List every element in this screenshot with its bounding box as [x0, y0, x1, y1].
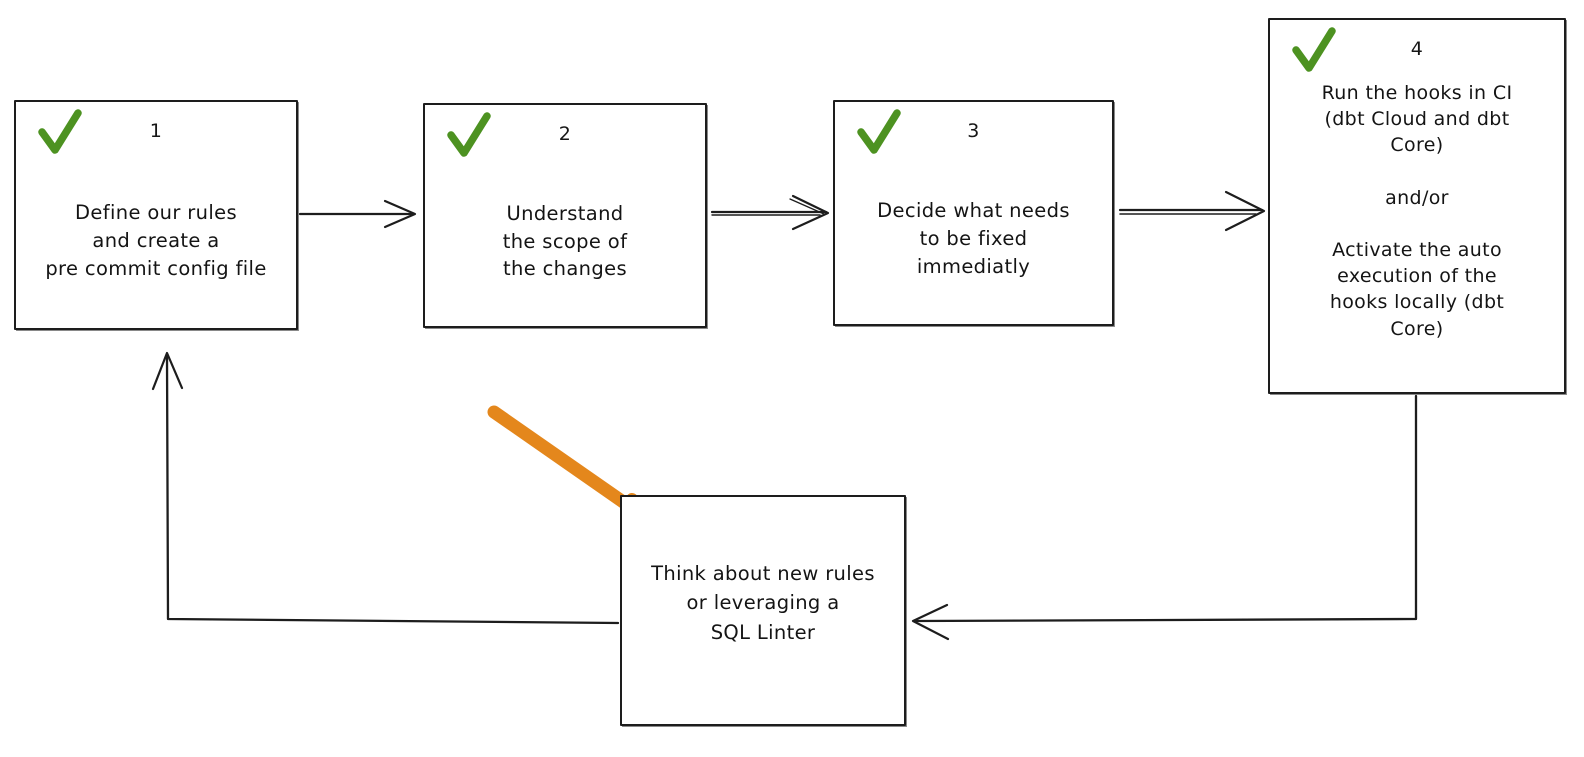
node-4-text-line: (dbt Cloud and dbt	[1324, 108, 1510, 131]
node-5-header	[622, 497, 904, 559]
flow-node-4[interactable]: 4 Run the hooks in CI (dbt Cloud and dbt…	[1268, 18, 1566, 394]
arrow-node3-to-node4	[1118, 190, 1266, 232]
node-3-body: Decide what needs to be fixed immediatly	[835, 160, 1112, 324]
flow-node-2[interactable]: 2 Understand the scope of the changes	[423, 103, 707, 328]
node-3-text-line: to be fixed	[919, 227, 1028, 251]
node-4-text-line: and/or	[1385, 186, 1449, 209]
node-5-text-line: or leveraging a	[686, 591, 840, 615]
check-icon	[857, 109, 901, 154]
node-1-body: Define our rules and create a pre commit…	[16, 160, 296, 328]
node-3-number: 3	[967, 120, 980, 142]
node-2-text-line: the changes	[503, 257, 627, 281]
node-5-text-line: Think about new rules	[651, 562, 875, 585]
flow-node-5[interactable]: Think about new rules or leveraging a SQ…	[620, 495, 906, 726]
arrow-node2-to-node3	[710, 194, 830, 231]
node-4-text-line: Activate the auto	[1332, 238, 1502, 261]
check-icon	[38, 109, 82, 154]
arrow-node4-to-node5	[911, 394, 1418, 641]
node-5-body: Think about new rules or leveraging a SQ…	[622, 559, 904, 724]
node-2-body: Understand the scope of the changes	[425, 163, 705, 326]
node-4-text-line: hooks locally (dbt	[1329, 291, 1505, 314]
node-4-number: 4	[1410, 38, 1424, 60]
node-1-number: 1	[149, 120, 163, 142]
flow-node-3[interactable]: 3 Decide what needs to be fixed immediat…	[833, 100, 1114, 326]
node-1-text-line: pre commit config file	[45, 256, 267, 280]
check-icon	[447, 112, 491, 157]
node-4-body: Run the hooks in CI (dbt Cloud and dbt C…	[1270, 78, 1564, 392]
check-icon	[1292, 27, 1336, 72]
node-2-text-line: the scope of	[502, 229, 628, 253]
node-4-text-line: execution of the	[1337, 265, 1497, 288]
flow-node-1[interactable]: 1 Define our rules and create a pre comm…	[14, 100, 298, 330]
node-3-text-line: Decide what needs	[877, 199, 1070, 223]
node-4-text-line: Core)	[1390, 317, 1444, 340]
node-1-text-line: and create a	[92, 229, 220, 253]
node-1-header: 1	[16, 102, 296, 160]
node-2-header: 2	[425, 105, 705, 163]
arrow-node1-to-node2	[298, 199, 417, 229]
node-4-header: 4	[1270, 20, 1564, 78]
node-4-text-line: Run the hooks in CI	[1321, 82, 1513, 104]
node-2-text-line: Understand	[506, 201, 624, 225]
node-5-text-line: SQL Linter	[710, 620, 816, 644]
node-2-number: 2	[558, 123, 572, 145]
node-3-text-line: immediatly	[916, 254, 1031, 278]
node-1-text-line: Define our rules	[75, 201, 237, 225]
arrow-node5-to-node1	[151, 351, 620, 625]
node-4-text-line: Core)	[1390, 134, 1444, 157]
node-3-header: 3	[835, 102, 1112, 160]
